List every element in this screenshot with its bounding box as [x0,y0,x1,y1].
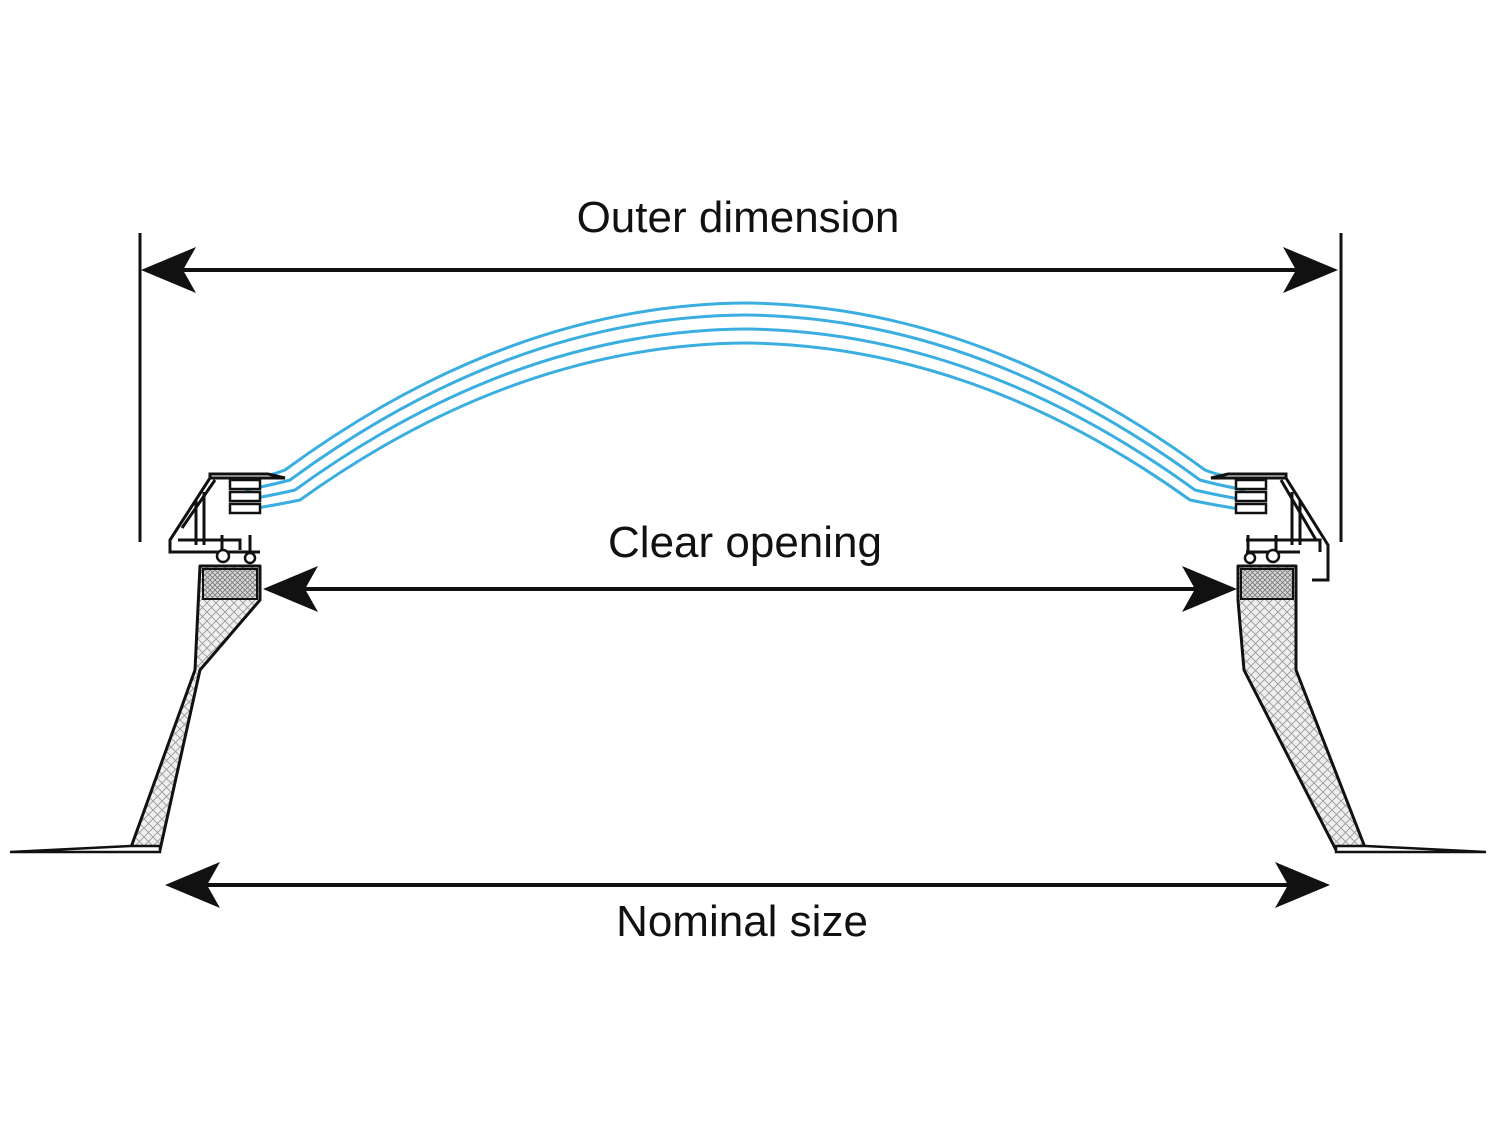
roof-line-left [9,844,162,854]
left-frame-profile [168,472,286,565]
clear-arrowhead-left [263,566,318,612]
outer-dimension-arrow [138,233,1343,542]
right-upstand [1236,564,1368,852]
nominal-arrowhead-left [165,862,220,908]
clear-opening-label: Clear opening [608,518,882,567]
left-upstand [128,564,262,852]
nominal-size-arrow [165,862,1330,908]
right-frame-profile [1210,472,1330,582]
roof-line-right [1334,844,1487,854]
outer-dimension-label: Outer dimension [577,193,900,242]
nominal-arrowhead-right [1275,862,1330,908]
nominal-size-label: Nominal size [616,897,868,946]
outer-arrowhead-left [141,247,196,293]
outer-arrowhead-right [1283,247,1338,293]
clear-opening-arrow [263,566,1237,612]
clear-arrowhead-right [1182,566,1237,612]
dome-glazing [244,301,1246,512]
